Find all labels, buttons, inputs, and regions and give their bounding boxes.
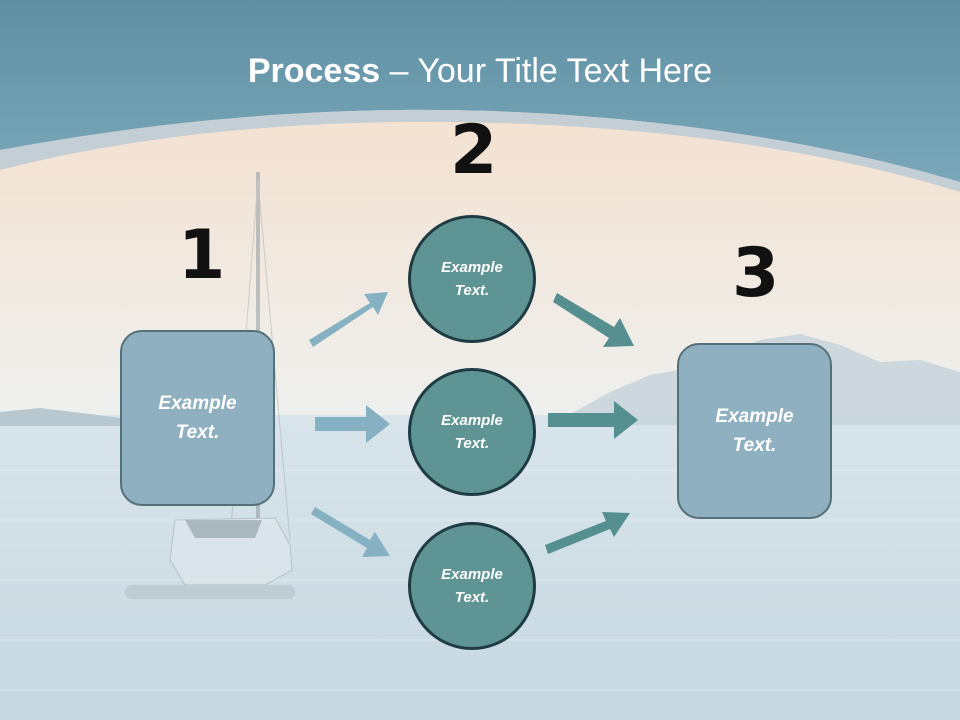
arrow-left-to-top [309, 292, 388, 347]
right-process-box: Example Text. [677, 343, 832, 519]
left-box-line1: Example [158, 393, 237, 414]
slide-title: Process – Your Title Text Here [0, 52, 960, 91]
circle-top-line1: Example [441, 259, 503, 276]
step-number-3: 3 [732, 234, 780, 313]
left-process-box: Example Text. [120, 330, 275, 506]
left-box-line2: Text. [175, 422, 220, 443]
circle-middle: Example Text. [408, 368, 536, 496]
circle-bottom-line2: Text. [454, 589, 490, 606]
arrow-top-to-right [553, 293, 634, 347]
arrow-left-to-middle [315, 405, 390, 443]
right-box-line2: Text. [732, 435, 777, 456]
arrow-middle-to-right [548, 401, 638, 439]
arrow-left-to-bottom [311, 507, 390, 557]
sailboat-icon [125, 172, 295, 599]
arrow-bottom-to-right [545, 512, 630, 554]
circle-top-line2: Text. [454, 282, 490, 299]
circle-middle-line2: Text. [454, 435, 490, 452]
step-number-1: 1 [178, 216, 226, 295]
right-box-line1: Example [715, 406, 794, 427]
title-rest: – Your Title Text Here [380, 52, 713, 90]
title-bold: Process [247, 52, 381, 90]
circle-middle-line1: Example [441, 412, 503, 429]
step-number-2: 2 [450, 111, 498, 190]
circle-bottom-line1: Example [441, 566, 503, 583]
circle-bottom: Example Text. [408, 522, 536, 650]
circle-top: Example Text. [408, 215, 536, 343]
